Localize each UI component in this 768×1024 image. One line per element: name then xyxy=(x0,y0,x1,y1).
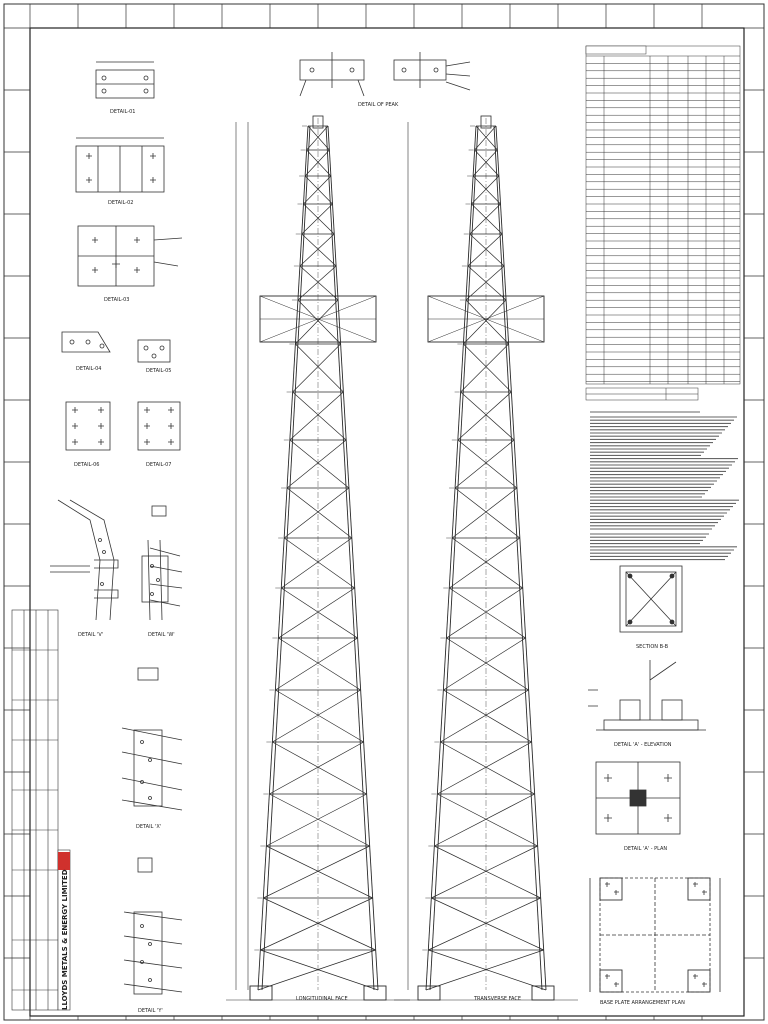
detail-04-label: DETAIL-04 xyxy=(76,366,101,372)
transverse-face-label: TRANSVERSE FACE xyxy=(473,996,521,1002)
detail-x-label: DETAIL 'X' xyxy=(136,824,161,830)
detail-y-label: DETAIL 'Y' xyxy=(138,1008,163,1014)
base-plate-arrangement xyxy=(589,877,721,993)
base-plate-label: BASE PLATE ARRANGEMENT PLAN xyxy=(600,1000,685,1006)
detail-x xyxy=(121,667,183,811)
detail-05 xyxy=(137,339,171,363)
detail-06 xyxy=(65,401,111,451)
detail-01-label: DETAIL-01 xyxy=(110,109,135,115)
detail-a-elevation-label: DETAIL 'A' - ELEVATION xyxy=(614,742,672,748)
detail-w-label: DETAIL 'W' xyxy=(148,632,175,638)
detail-02-label: DETAIL-02 xyxy=(108,200,133,206)
detail-07 xyxy=(137,401,181,451)
detail-a-elevation xyxy=(588,660,706,731)
bill-of-materials-table xyxy=(585,45,741,401)
detail-02 xyxy=(75,137,165,193)
dimension-lines xyxy=(235,122,409,990)
longitudinal-face-label: LONGITUDINAL FACE xyxy=(296,996,348,1002)
section-b-b-label: SECTION B-B xyxy=(636,644,669,650)
longitudinal-face-tower xyxy=(226,115,410,1001)
detail-a-plan-label: DETAIL 'A' - PLAN xyxy=(624,846,667,852)
detail-of-peak xyxy=(299,52,471,97)
detail-04 xyxy=(61,331,111,353)
detail-03 xyxy=(77,225,183,287)
section-b-b xyxy=(619,565,683,633)
detail-a-plan xyxy=(595,761,681,835)
detail-v xyxy=(50,499,119,621)
general-notes xyxy=(590,411,739,561)
transverse-face-tower xyxy=(394,115,578,1001)
detail-v-label: DETAIL 'V' xyxy=(78,632,103,638)
company-logo xyxy=(58,852,70,870)
sheet-border xyxy=(29,27,745,1017)
title-block xyxy=(11,609,71,1011)
detail-06-label: DETAIL-06 xyxy=(74,462,99,468)
detail-07-label: DETAIL-07 xyxy=(146,462,171,468)
detail-y xyxy=(123,857,183,995)
detail-w xyxy=(141,505,183,621)
company-name: LLOYDS METALS & ENERGY LIMITED xyxy=(61,869,69,1010)
detail-01 xyxy=(95,61,155,99)
detail-05-label: DETAIL-05 xyxy=(146,368,171,374)
detail-of-peak-label: DETAIL OF PEAK xyxy=(358,102,399,108)
detail-03-label: DETAIL-03 xyxy=(104,297,129,303)
